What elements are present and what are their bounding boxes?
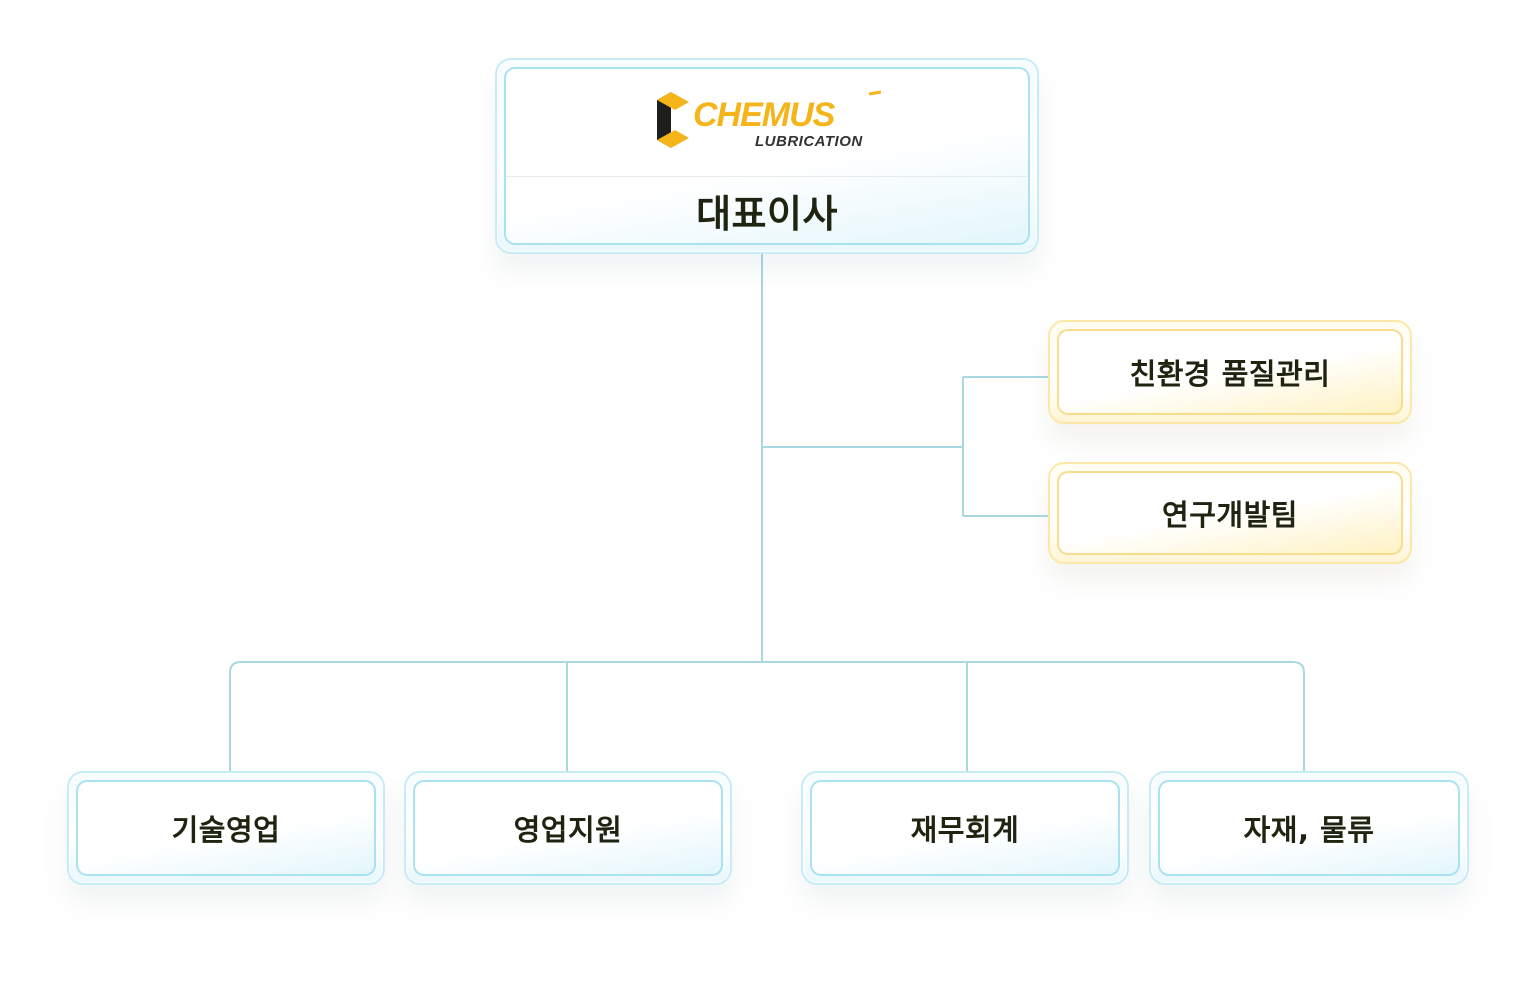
staff-box-rnd-inner: 연구개발팀 bbox=[1057, 471, 1403, 555]
ceo-box: CHEMUS LUBRICATION 대표이사 bbox=[495, 58, 1039, 254]
dept-box-tech-sales-inner: 기술영업 bbox=[76, 780, 376, 876]
staff-label-rnd: 연구개발팀 bbox=[1162, 498, 1298, 532]
staff-box-rnd: 연구개발팀 bbox=[1048, 462, 1412, 564]
staff-label-quality: 친환경 품질관리 bbox=[1129, 357, 1331, 391]
chemus-logo-graphic: CHEMUS LUBRICATION bbox=[657, 90, 882, 150]
dept-label-tech-sales: 기술영업 bbox=[171, 813, 281, 847]
logo-brand-text: CHEMUS bbox=[693, 96, 836, 134]
dept-box-sales-support: 영업지원 bbox=[404, 771, 732, 885]
dept-box-finance-inner: 재무회계 bbox=[810, 780, 1120, 876]
chemus-logo: CHEMUS LUBRICATION bbox=[506, 69, 1028, 177]
logo-mark-dark bbox=[657, 91, 671, 148]
logo-subtitle-text: LUBRICATION bbox=[755, 133, 863, 150]
connector-dept-bus bbox=[229, 661, 1305, 772]
ceo-title-row: 대표이사 bbox=[506, 177, 1028, 243]
dept-box-logistics-inner: 자재, 물류 bbox=[1158, 780, 1460, 876]
logo-brand-accent bbox=[868, 90, 882, 95]
dept-box-tech-sales: 기술영업 bbox=[67, 771, 385, 885]
logo-mark-bottom bbox=[657, 129, 689, 148]
ceo-title: 대표이사 bbox=[696, 191, 838, 236]
staff-box-quality: 친환경 품질관리 bbox=[1048, 320, 1412, 424]
dept-label-sales-support: 영업지원 bbox=[513, 813, 623, 847]
ceo-box-inner: CHEMUS LUBRICATION 대표이사 bbox=[504, 67, 1030, 245]
dept-box-sales-support-inner: 영업지원 bbox=[413, 780, 723, 876]
logo-mark-top bbox=[657, 91, 689, 110]
staff-box-quality-inner: 친환경 품질관리 bbox=[1057, 329, 1403, 415]
dept-box-finance: 재무회계 bbox=[801, 771, 1129, 885]
dept-label-finance: 재무회계 bbox=[910, 813, 1020, 847]
dept-box-logistics: 자재, 물류 bbox=[1149, 771, 1469, 885]
dept-label-logistics: 자재, 물류 bbox=[1243, 813, 1375, 847]
